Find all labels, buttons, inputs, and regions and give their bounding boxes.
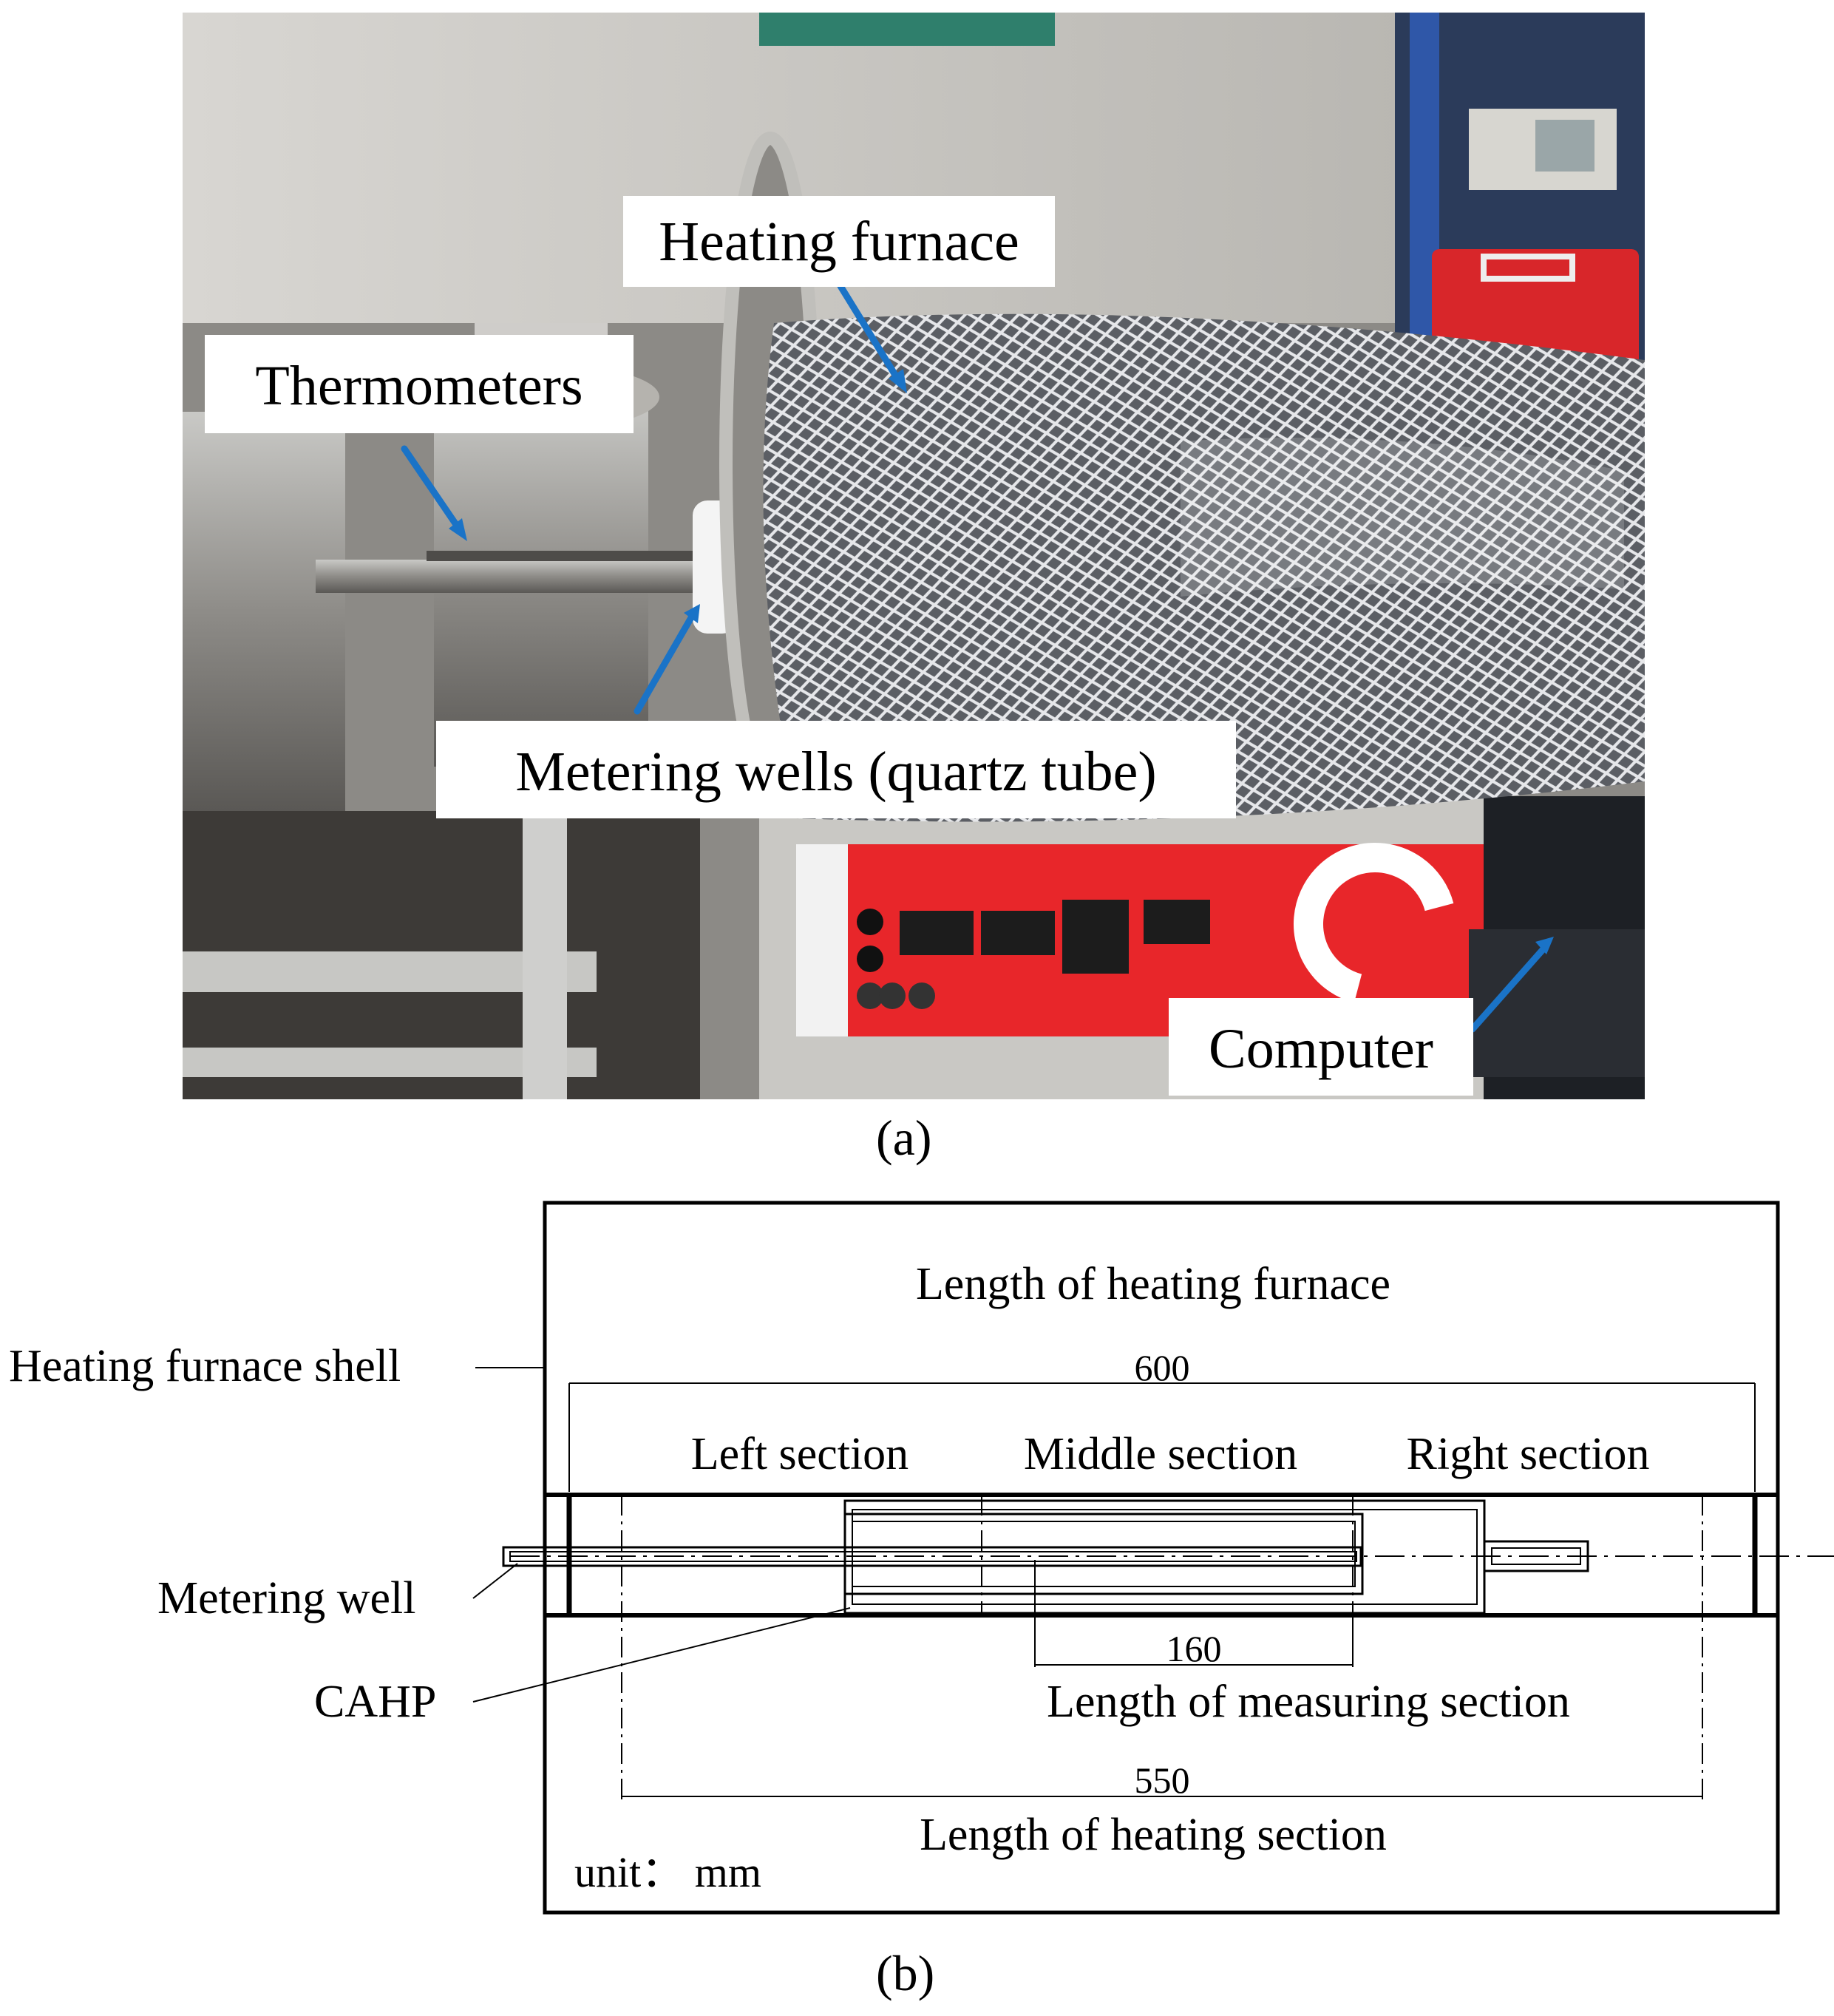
arrowhead-thermometers	[449, 518, 467, 541]
cahp-leader	[472, 1607, 851, 1703]
furnace-schematic: Length of heating furnace 600 Heating fu…	[9, 1201, 1834, 1915]
dim-550: 550	[1135, 1759, 1190, 1801]
panel-label-b: (b)	[876, 1945, 935, 2001]
display-3	[1062, 900, 1129, 974]
label-box-metering-wells	[436, 721, 1236, 818]
arrowheads	[449, 369, 1554, 954]
furnace-mesh-cylinder	[763, 313, 1645, 822]
dim-160: 160	[1166, 1628, 1222, 1669]
shell-label: Heating furnace shell	[9, 1341, 401, 1391]
cahp-nozzle-inner	[1491, 1547, 1581, 1565]
knob-1	[857, 909, 883, 935]
section-right-label: Right section	[1407, 1429, 1650, 1479]
knob-5	[908, 982, 935, 1009]
panel-label-a: (a)	[876, 1110, 932, 1166]
label-box-thermometers	[205, 335, 634, 433]
callout-arrows	[401, 282, 1550, 1033]
outer-shell	[543, 1201, 1780, 1915]
arrow-heating-furnace	[837, 282, 903, 386]
heating-label: Length of heating section	[920, 1810, 1387, 1860]
display-1	[900, 911, 974, 955]
arrow-thermometers	[401, 445, 463, 534]
title-length-furnace: Length of heating furnace	[916, 1259, 1390, 1309]
furnace-photo: Heating furnace Thermometers Metering we…	[183, 13, 1645, 1099]
control-strip	[796, 844, 848, 1036]
section-left-label: Left section	[691, 1429, 908, 1479]
metering-well-inner	[509, 1551, 1357, 1562]
unit-label: unit： mm	[574, 1848, 761, 1896]
dim-600: 600	[1135, 1347, 1190, 1388]
metering-well-outer	[502, 1546, 1362, 1567]
display-4	[1144, 900, 1210, 944]
arrow-metering-wells	[634, 611, 696, 715]
label-thermometers: Thermometers	[255, 355, 583, 417]
knob-4	[879, 982, 906, 1009]
section-middle-label: Middle section	[1024, 1429, 1297, 1479]
label-computer: Computer	[1209, 1018, 1433, 1080]
metering-well-label: Metering well	[157, 1573, 416, 1623]
label-box-heating-furnace	[623, 196, 1055, 287]
mesh-highlight	[1181, 438, 1624, 597]
metering-well-leader	[472, 1563, 518, 1599]
label-box-computer	[1169, 998, 1473, 1096]
arrowhead-computer	[1535, 937, 1554, 954]
knob-2	[857, 946, 883, 972]
measuring-label: Length of measuring section	[1047, 1677, 1570, 1727]
cahp-label: CAHP	[314, 1677, 436, 1727]
green-board	[759, 13, 1055, 46]
left-vessel	[183, 412, 345, 811]
red-case-handle	[1481, 254, 1575, 282]
label-metering-wells: Metering wells (quartz tube)	[515, 741, 1156, 803]
brand-swirl-icon	[1294, 843, 1454, 1003]
arrowhead-metering-wells	[684, 604, 700, 623]
display-2	[981, 911, 1055, 955]
arrow-computer	[1469, 942, 1550, 1033]
arrowhead-heating-furnace	[889, 369, 907, 393]
cahp-nozzle-outer	[1483, 1540, 1589, 1572]
cahp-core-outer	[843, 1513, 1364, 1595]
cahp-core-inner	[852, 1521, 1356, 1587]
label-heating-furnace: Heating furnace	[659, 211, 1019, 273]
knob-3	[857, 982, 883, 1009]
frame-post	[523, 811, 567, 1099]
instrument-screen	[1535, 120, 1594, 172]
